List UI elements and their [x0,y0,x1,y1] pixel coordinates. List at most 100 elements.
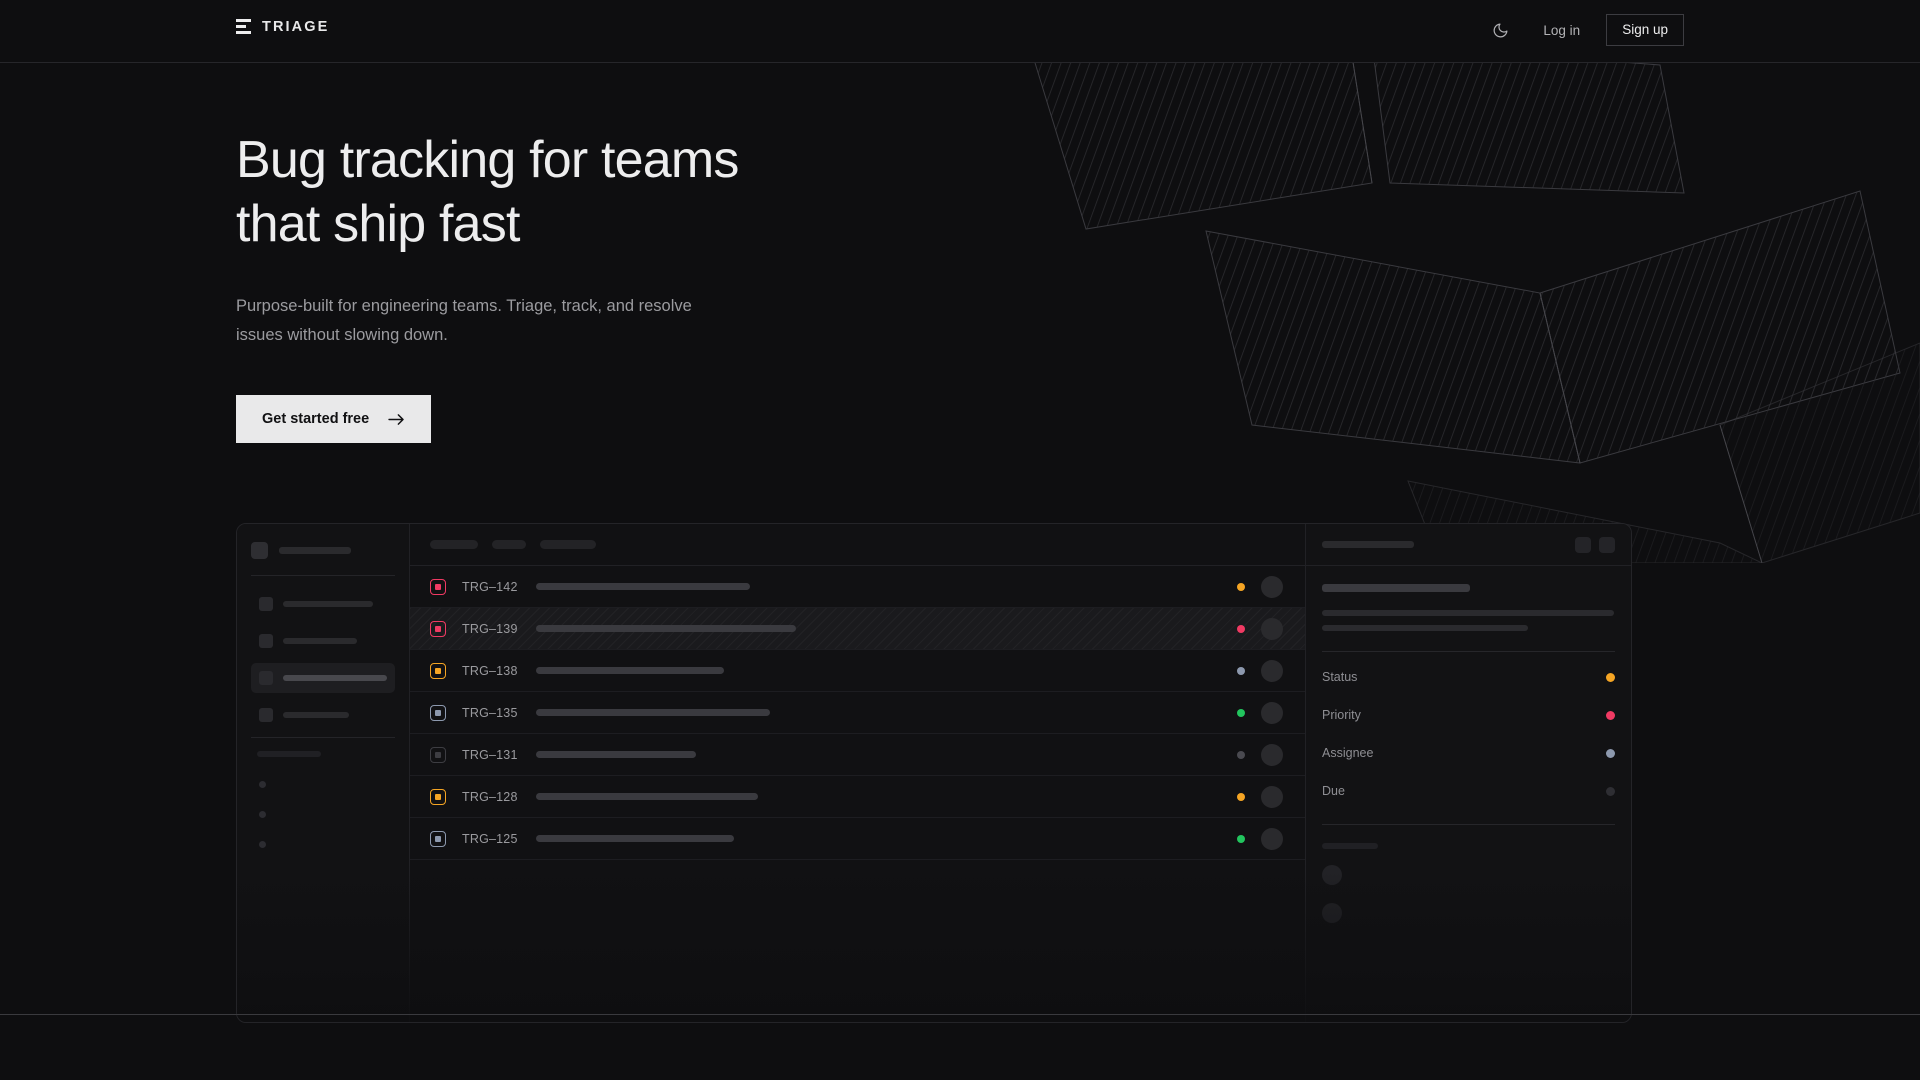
hero-copy: Bug tracking for teams that ship fast Pu… [236,128,996,443]
priority-badge-icon [430,578,446,595]
status-dot-icon [1237,708,1245,717]
list-toolbar-chip-3[interactable] [540,540,596,549]
status-dot-icon [1237,624,1245,633]
detail-meta-row[interactable]: Due [1322,772,1615,810]
detail-divider-activity [1322,824,1615,825]
issue-id: TRG–131 [462,747,518,762]
assignee-avatar[interactable] [1261,785,1283,808]
hero-section: Bug tracking for teams that ship fast Pu… [0,43,1920,1023]
page-title: Bug tracking for teams that ship fast [236,128,996,256]
issue-row[interactable]: TRG–142 [410,566,1305,608]
sidebar-section-label-placeholder [257,751,321,757]
issue-row[interactable]: TRG–139 [410,608,1305,650]
sidebar-item-2[interactable] [251,626,395,656]
detail-meta-label: Priority [1322,708,1361,722]
mock-sidebar [237,524,410,1022]
detail-activity-avatars [1322,865,1615,923]
issue-row[interactable]: TRG–125 [410,818,1305,860]
issue-row[interactable]: TRG–131 [410,734,1305,776]
priority-badge-icon [430,704,446,721]
get-started-button[interactable]: Get started free [236,395,432,443]
sidebar-subitem-dot-icon [259,840,266,848]
theme-toggle-button[interactable] [1483,13,1517,47]
detail-meta-label: Due [1322,784,1345,798]
assignee-avatar[interactable] [1261,575,1283,598]
detail-meta-row[interactable]: Status [1322,658,1615,696]
decorative-panels-graphic [1031,43,1920,563]
list-toolbar-chip-2[interactable] [492,540,526,549]
assignee-avatar[interactable] [1261,827,1283,850]
issue-title-placeholder [536,793,758,800]
sidebar-subitem-dot-icon [259,780,266,788]
assignee-avatar[interactable] [1261,617,1283,640]
status-dot-icon [1237,792,1245,801]
detail-meta-row[interactable]: Priority [1322,696,1615,734]
header-actions: Log in Sign up [1483,13,1684,47]
hero-title-line-1: Bug tracking for teams [236,131,739,189]
issue-title-placeholder [536,667,724,674]
mock-brand-label-placeholder [279,547,351,554]
sidebar-item-1[interactable] [251,589,395,619]
sidebar-item-label-placeholder [283,675,387,681]
assignee-avatar[interactable] [1261,659,1283,682]
issue-id: TRG–135 [462,705,518,720]
priority-badge-icon [430,662,446,679]
sidebar-item-icon [259,708,273,722]
issue-row[interactable]: TRG–138 [410,650,1305,692]
detail-action-1[interactable] [1575,536,1591,553]
issue-title-placeholder [536,625,796,632]
hero-title-line-2: that ship fast [236,195,520,253]
detail-title-placeholder [1322,541,1414,548]
sidebar-subitem-1[interactable] [251,769,395,799]
activity-avatar-1[interactable] [1322,865,1342,885]
list-toolbar-chip-1[interactable] [430,540,478,549]
site-header: TRIAGE Log in Sign up [0,0,1920,63]
issue-id: TRG–139 [462,621,518,636]
detail-meta-value-dot-icon [1606,710,1615,720]
sidebar-divider-top [251,575,395,576]
detail-issue-title-placeholder [1322,584,1470,592]
sidebar-item-3[interactable] [251,663,395,693]
section-divider [0,1014,1920,1015]
sidebar-divider-bottom [251,737,395,738]
priority-badge-icon [430,620,446,637]
issue-id: TRG–128 [462,789,518,804]
detail-description-line-2 [1322,625,1528,631]
sidebar-subitem-2[interactable] [251,799,395,829]
mock-sidebar-brand[interactable] [251,542,395,559]
issue-row[interactable]: TRG–135 [410,692,1305,734]
brand-logo[interactable]: TRIAGE [236,19,329,35]
activity-avatar-2[interactable] [1322,903,1342,923]
detail-divider [1322,651,1615,652]
issue-row[interactable]: TRG–128 [410,776,1305,818]
detail-meta-label: Assignee [1322,746,1374,760]
sidebar-subitem-3[interactable] [251,829,395,859]
get-started-label: Get started free [262,411,370,427]
issue-title-placeholder [536,751,696,758]
mock-sidebar-nav [251,589,395,730]
detail-header-actions [1575,536,1615,553]
sidebar-item-label-placeholder [283,712,349,718]
priority-badge-icon [430,788,446,805]
sidebar-item-label-placeholder [283,638,357,644]
issue-id: TRG–138 [462,663,518,678]
arrow-right-icon [388,413,404,425]
login-link[interactable]: Log in [1543,22,1581,38]
detail-meta-value-dot-icon [1606,672,1615,682]
status-dot-icon [1237,582,1245,591]
sidebar-subitem-dot-icon [259,810,266,818]
assignee-avatar[interactable] [1261,701,1283,724]
detail-action-2[interactable] [1599,536,1615,553]
brand-name: TRIAGE [262,19,330,35]
priority-badge-icon [430,746,446,763]
assignee-avatar[interactable] [1261,743,1283,766]
status-dot-icon [1237,750,1245,759]
signup-button[interactable]: Sign up [1606,14,1684,46]
mock-sidebar-subitems [251,769,395,859]
sidebar-item-4[interactable] [251,700,395,730]
detail-meta-row[interactable]: Assignee [1322,734,1615,772]
